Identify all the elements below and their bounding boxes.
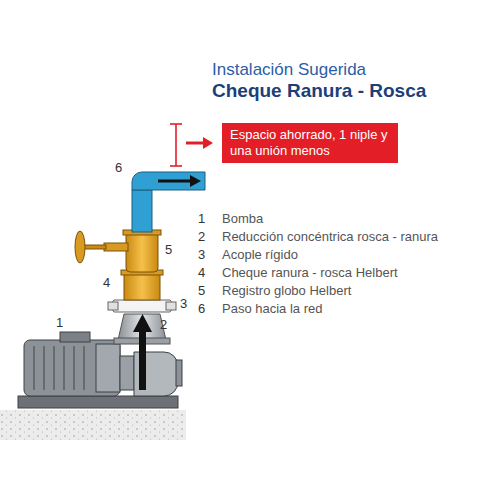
- callout-text: Espacio ahorrado, 1 niple y una unión me…: [230, 127, 390, 158]
- callout-number: 2: [160, 318, 167, 333]
- legend-number: 2: [198, 230, 205, 245]
- discharge-pipe: [132, 172, 205, 232]
- callout-number: 3: [180, 297, 187, 312]
- pointer-arrow: [186, 137, 213, 149]
- callout-number: 6: [115, 161, 122, 176]
- callout-number: 1: [56, 316, 63, 331]
- callout-number: 5: [165, 243, 172, 258]
- check-valve: [121, 270, 163, 300]
- callout-number: 4: [103, 276, 110, 291]
- globe-valve: [75, 230, 161, 272]
- legend-number: 6: [198, 302, 205, 317]
- legend-text: Paso hacia la red: [222, 302, 322, 317]
- subtitle: Cheque Ranura - Rosca: [212, 80, 426, 102]
- pump-base: [18, 396, 178, 408]
- legend-text: Acople rígido: [222, 248, 298, 263]
- pump-casing: [120, 352, 182, 396]
- legend-number: 1: [198, 212, 205, 227]
- legend-text: Reducción concéntrica rosca - ranura: [222, 230, 438, 245]
- legend-number: 4: [198, 266, 205, 281]
- concrete-texture: [0, 410, 186, 440]
- legend-text: Bomba: [222, 212, 263, 227]
- legend-text: Registro globo Helbert: [222, 284, 351, 299]
- rigid-coupling: [111, 300, 173, 312]
- legend-number: 5: [198, 284, 205, 299]
- space-saved-bracket: [170, 124, 182, 166]
- concrete-floor: [0, 410, 186, 440]
- pump-motor: [24, 332, 120, 396]
- legend-number: 3: [198, 248, 205, 263]
- legend-text: Cheque ranura - rosca Helbert: [222, 266, 398, 281]
- flow-arrow: [133, 314, 152, 390]
- title: Instalación Sugerida: [212, 60, 366, 80]
- callout-box: Espacio ahorrado, 1 niple y una unión me…: [222, 123, 398, 163]
